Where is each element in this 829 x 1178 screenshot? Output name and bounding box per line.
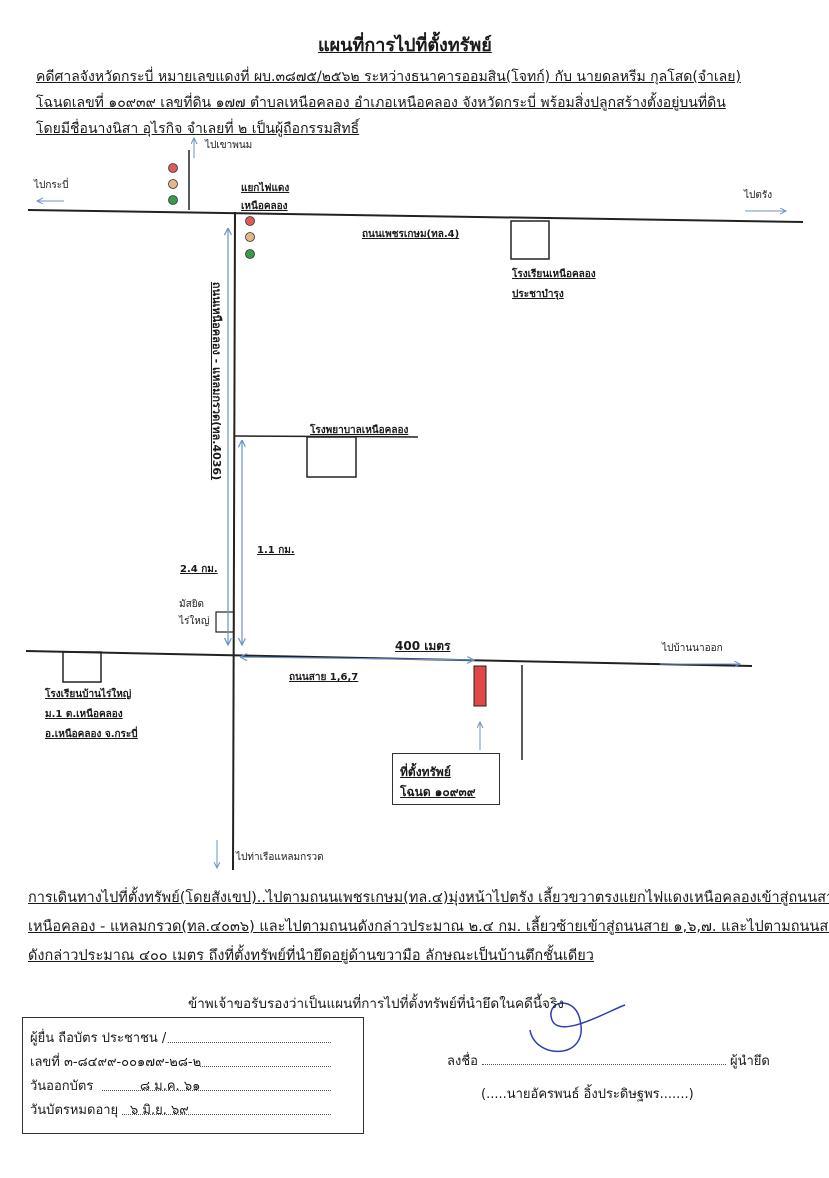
label-road-vertical-wrap: ถนนเหนือคลอง - แหลมกรวด(ทล.4036) (208, 268, 225, 493)
label-dist-1-1: 1.1 กม. (257, 545, 295, 556)
hospital-building (306, 436, 357, 478)
property-marker (473, 665, 487, 707)
label-property-b: โฉนด ๑๐๙๓๙ (400, 785, 476, 799)
page-title: แผนที่การไปที่ตั้งทรัพย์ (318, 35, 492, 56)
owner-line-1-dots (168, 1042, 331, 1043)
owner-line-3-label: วันออกบัตร (30, 1079, 94, 1094)
property-box (392, 753, 500, 805)
label-road-soi: ถนนสาย 1,6,7 (289, 672, 359, 683)
school-1-building (510, 220, 550, 260)
label-mosque-b: ไร่ใหญ่ (179, 616, 210, 627)
sign-label: ลงชื่อ (447, 1054, 478, 1069)
owner-info-box (22, 1017, 364, 1134)
label-school-2-c: อ.เหนือคลอง จ.กระบี่ (45, 729, 138, 740)
label-school-1-b: ประชาบำรุง (512, 289, 564, 300)
road-phetkasem-line (27, 209, 804, 223)
owner-line-4-dots (122, 1114, 331, 1115)
label-property-a: ที่ตั้งทรัพย์ (400, 765, 451, 779)
label-to-ban-na-ok: ไปบ้านนาออก (662, 643, 723, 654)
label-school-2-b: ม.1 ต.เหนือคลอง (45, 709, 123, 720)
header-line-1: คดีศาลจังหวัดกระบี่ หมายเลขแดงที่ ผบ.๓๘๗… (36, 69, 741, 85)
owner-line-2: เลขที่ ๓-๘๔๙๙-๐๐๑๗๙-๒๘-๒ (30, 1055, 202, 1070)
route-line-2: เหนือคลอง - แหลมกรวด(ทล.๔๐๓๖) และไปตามถน… (28, 919, 829, 935)
mosque-building (215, 611, 235, 633)
label-dist-2-4: 2.4 กม. (180, 564, 218, 575)
label-intersection-2: เหนือคลอง (241, 201, 288, 212)
school-2-building (62, 651, 102, 683)
light-green-2 (245, 249, 255, 259)
owner-line-3-dots (102, 1090, 331, 1091)
label-hospital: โรงพยาบาลเหนือคลอง (310, 425, 409, 436)
signature (529, 1002, 626, 1052)
owner-line-2-dots (200, 1066, 331, 1067)
sign-name: (.....นายอัครพนธ์ อิ้งประดิษฐพร.......) (481, 1087, 694, 1102)
label-to-trang: ไปตรัง (744, 190, 773, 201)
route-line-1: การเดินทางไปที่ตั้งทรัพย์(โดยสังเขป)..ไป… (28, 890, 829, 906)
owner-line-1: ผู้ยื่น ถือบัตร ประชาชน / (30, 1031, 167, 1046)
light-green-1 (168, 195, 178, 205)
road-vertical-line (232, 211, 236, 871)
light-red-2 (245, 216, 255, 226)
label-road-phetkasem: ถนนเพชรเกษม(ทล.4) (362, 229, 460, 240)
certify-text: ข้าพเจ้าขอรับรองว่าเป็นแผนที่การไปที่ตั้… (188, 996, 564, 1012)
label-to-pier: ไปท่าเรือแหลมกรวด (236, 852, 324, 863)
owner-line-3-value: ๘ ม.ค. ๖๑ (140, 1079, 201, 1094)
header-line-3: โดยมีชื่อนางนิสา อุไรกิจ จำเลยที่ ๒ เป็น… (36, 121, 360, 137)
label-to-krabi: ไปกระบี่ (34, 180, 69, 191)
route-line-3: ดังกล่าวประมาณ ๔๐๐ เมตร ถึงที่ตั้งทรัพย์… (28, 948, 594, 964)
label-mosque-a: มัสยิด (179, 599, 205, 610)
label-to-khao-phanom: ไปเขาพนม (205, 140, 253, 151)
label-dist-400: 400 เมตร (395, 639, 451, 653)
light-yellow-2 (245, 232, 255, 242)
light-yellow-1 (168, 179, 178, 189)
sign-role: ผู้นำยึด (730, 1054, 770, 1069)
dist-400-arrow (240, 657, 474, 660)
label-road-vertical: ถนนเหนือคลอง - แหลมกรวด(ทล.4036) (209, 281, 223, 480)
sign-dots (482, 1064, 726, 1065)
label-intersection-1: แยกไฟแดง (241, 183, 290, 194)
header-line-2: โฉนดเลขที่ ๑๐๙๓๙ เลขที่ดิน ๑๗๗ ตำบลเหนือ… (36, 95, 726, 111)
light-red-1 (168, 163, 178, 173)
owner-line-4-label: วันบัตรหมดอายุ (30, 1103, 119, 1118)
owner-line-4-value: ๖ มิ.ย. ๖๙ (130, 1103, 189, 1118)
label-school-2-a: โรงเรียนบ้านไร่ใหญ่ (45, 689, 132, 700)
label-school-1-a: โรงเรียนเหนือคลอง (512, 269, 596, 280)
